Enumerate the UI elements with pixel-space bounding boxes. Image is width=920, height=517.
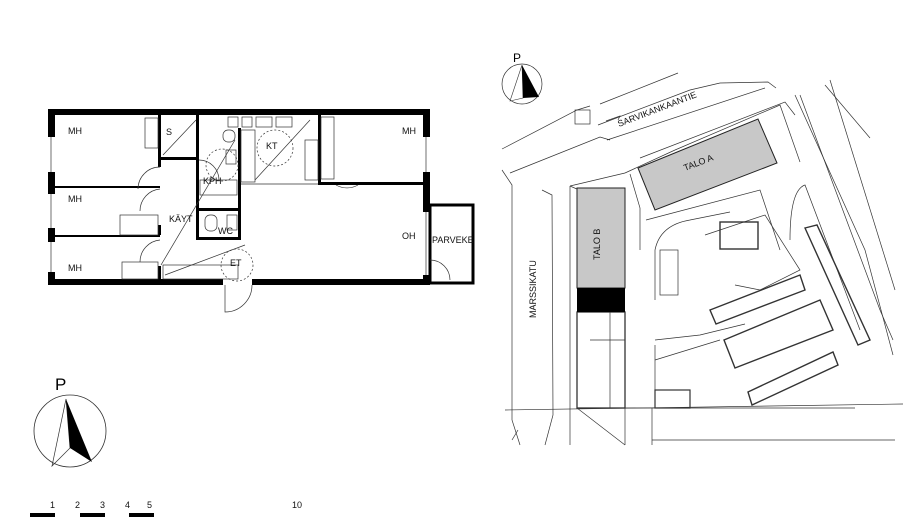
floor-plan: MH MH MH MH S KT KPH KÄYT WC ET OH PARVE… [48,109,475,313]
room-label-kt: KT [266,141,278,151]
wall-interior [318,115,321,185]
room-label-parveke: PARVEKE [432,235,474,245]
compass-circle [33,394,107,468]
room-label-kayt: KÄYT [169,214,193,224]
wall-west [48,272,55,285]
site-plan: P [501,51,904,446]
street-label-marssikatu: MARSSIKATU [528,260,538,318]
wall-interior [55,186,160,188]
compass-circle [501,63,543,105]
room-label-mh: MH [68,126,82,136]
wall-east [423,275,430,285]
building-label-talo-b: TALO B [592,229,602,260]
wall-interior [55,235,160,237]
building-talo-b-highlighted-unit [577,288,625,312]
wall-west [48,228,55,242]
building-talo-b [576,187,626,289]
wall-interior [196,208,241,211]
wall-interior [158,225,161,235]
scale-label: 3 [100,500,105,510]
wall-interior [196,237,241,240]
wall-east [423,172,430,212]
compass-needle-filled [66,399,92,462]
wall-interior [158,266,161,279]
scale-label: 5 [147,500,152,510]
scale-bar: 1 2 3 4 5 10 [30,500,302,517]
wall-interior [238,128,241,240]
room-label-mh: MH [68,194,82,204]
wall-south-left [48,279,223,285]
scale-segment [129,513,154,517]
wall-east [423,109,430,137]
wall-interior [158,115,161,167]
street-label-sarvikankaantie: SARVIKANKAANTIE [616,89,698,128]
room-label-oh: OH [402,231,416,241]
wall-north [48,109,430,115]
wall-interior [161,157,199,160]
wall-interior [318,182,423,185]
wall-west [48,172,55,194]
scale-label: 4 [125,500,130,510]
wall-west [48,109,55,137]
room-label-s: S [166,127,172,137]
room-label-mh: MH [402,126,416,136]
site-lines [501,72,904,446]
north-label: P [513,51,521,65]
wall-south-right [252,279,430,285]
compass-needle-filled [522,65,539,98]
fixtures [119,116,451,313]
room-label-mh: MH [68,263,82,273]
scale-label: 1 [50,500,55,510]
balcony-outline [428,203,475,285]
building-talo-a [637,118,778,211]
wall-interior [196,115,199,240]
scale-label: 2 [75,500,80,510]
room-label-et: ET [230,258,242,268]
room-label-wc: WC [218,226,233,236]
scale-label: 10 [292,500,302,510]
scale-segment [80,513,105,517]
compass-needle-outline [509,64,524,102]
scale-segment [30,513,55,517]
north-arrow-floor-plan: P [33,375,107,468]
room-label-kph: KPH [203,176,222,186]
north-label: P [55,375,66,394]
